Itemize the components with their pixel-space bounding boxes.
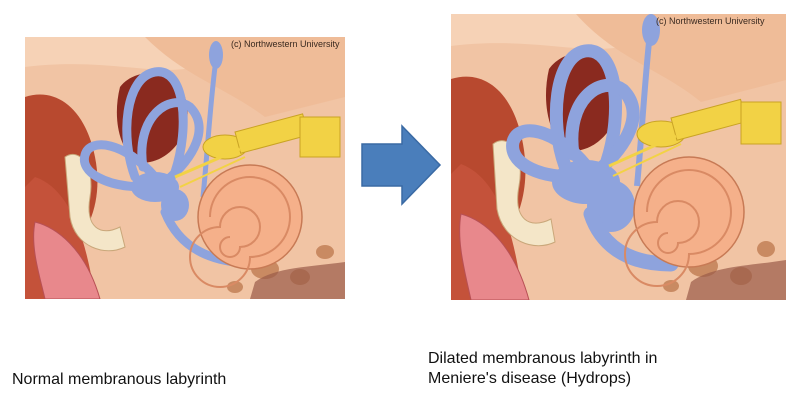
hydrops-labyrinth-illustration: (c) Northwestern University xyxy=(451,14,786,300)
hydrops-caption-line-2: Meniere's disease (Hydrops) xyxy=(428,370,632,387)
hydrops-ear-anatomy xyxy=(451,14,786,300)
hydrops-caption-line-1: Dilated membranous labyrinth in xyxy=(428,350,658,367)
normal-ear-anatomy xyxy=(25,37,345,299)
copyright-credit: (c) Northwestern University xyxy=(656,16,765,26)
copyright-credit: (c) Northwestern University xyxy=(231,39,340,49)
normal-labyrinth-illustration: (c) Northwestern University xyxy=(25,37,345,299)
hydrops-caption: Dilated membranous labyrinth in Meniere'… xyxy=(428,349,657,389)
normal-labyrinth-caption: Normal membranous labyrinth xyxy=(12,371,227,388)
right-arrow-icon xyxy=(360,124,442,211)
